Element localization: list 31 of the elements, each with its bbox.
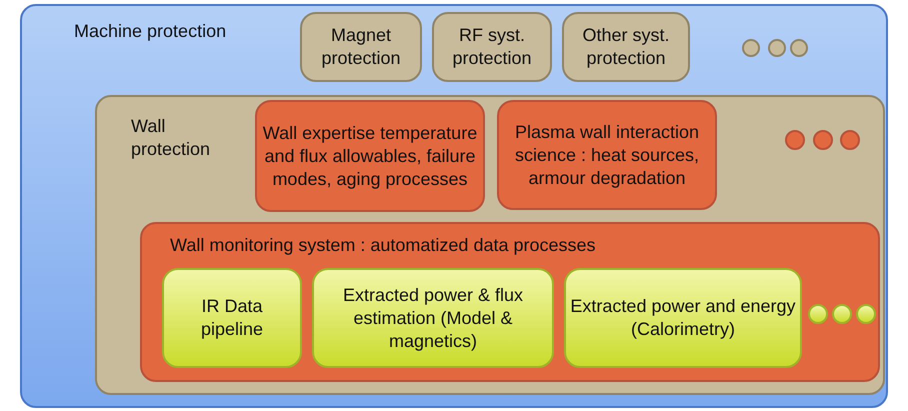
process-box <box>255 100 485 212</box>
panel-heading: Wall monitoring system : automatized data processes <box>170 234 597 257</box>
machine-protection-panel <box>20 4 888 408</box>
ellipsis-dot <box>785 130 805 150</box>
box-label: RF syst. protection <box>451 24 533 70</box>
box-label: Extracted power & flux estimation (Model & magnetics) <box>342 284 524 352</box>
wall-protection-panel <box>95 95 885 395</box>
ellipsis-dot <box>832 304 852 324</box>
process-box <box>562 12 690 82</box>
ellipsis-dot <box>742 39 760 57</box>
ellipsis-dot <box>768 39 786 57</box>
process-box <box>300 12 422 82</box>
monitoring-system-panel <box>140 222 880 382</box>
ellipsis-dot <box>808 304 828 324</box>
process-box <box>432 12 552 82</box>
box-label: Extracted power and energy (Calorimetry) <box>570 295 796 341</box>
panel-heading: Machine protection <box>74 20 228 43</box>
process-box <box>497 100 717 210</box>
process-box <box>564 268 802 368</box>
ellipsis-dot <box>840 130 860 150</box>
process-box <box>312 268 554 368</box>
box-label: Other syst. protection <box>581 24 671 70</box>
ellipsis-dot <box>856 304 876 324</box>
box-label: Magnet protection <box>320 24 402 70</box>
box-label: Plasma wall interaction science : heat sources, armour degradation <box>514 120 700 190</box>
panel-heading: Wall protection <box>131 115 212 161</box>
box-label: Wall expertise temperature and flux allowables, failure modes, aging processes <box>262 122 478 190</box>
ellipsis-dot <box>790 39 808 57</box>
ellipsis-dot <box>813 130 833 150</box>
process-box <box>162 268 302 368</box>
box-label: IR Data pipeline <box>200 295 264 341</box>
